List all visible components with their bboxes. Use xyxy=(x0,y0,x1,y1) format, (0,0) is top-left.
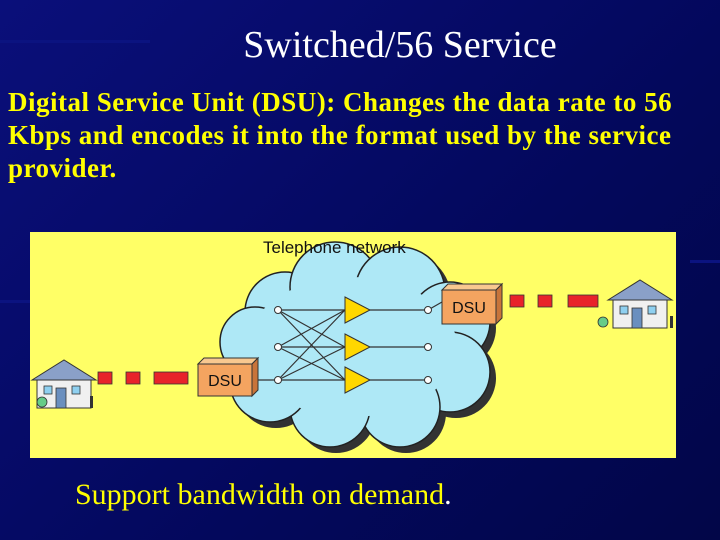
slide-footer: Support bandwidth on demand. xyxy=(75,476,452,514)
switch-wiring xyxy=(258,301,443,381)
slide-body-text: Digital Service Unit (DSU): Changes the … xyxy=(8,87,673,183)
telephone-network-label: Telephone network xyxy=(263,238,406,257)
amplifier-icons xyxy=(344,296,372,394)
decor-streak xyxy=(0,300,30,303)
house-right-icon xyxy=(597,279,674,329)
network-diagram-svg: Telephone network DSU xyxy=(30,238,674,453)
slide-title: Switched/56 Service xyxy=(243,24,557,66)
dsu-left: DSU xyxy=(196,356,260,398)
data-blocks-right xyxy=(509,294,599,308)
dsu-left-label: DSU xyxy=(208,373,242,390)
footer-period: . xyxy=(444,478,452,511)
node-dots xyxy=(274,306,432,384)
house-left-icon xyxy=(30,359,98,409)
network-diagram: Telephone network DSU xyxy=(30,232,676,458)
decor-streak xyxy=(690,260,720,263)
footer-text: Support bandwidth on demand xyxy=(75,478,445,511)
decor-streak xyxy=(0,40,150,43)
data-blocks-left xyxy=(97,371,189,385)
dsu-right: DSU xyxy=(440,282,504,326)
dsu-right-label: DSU xyxy=(452,300,486,317)
